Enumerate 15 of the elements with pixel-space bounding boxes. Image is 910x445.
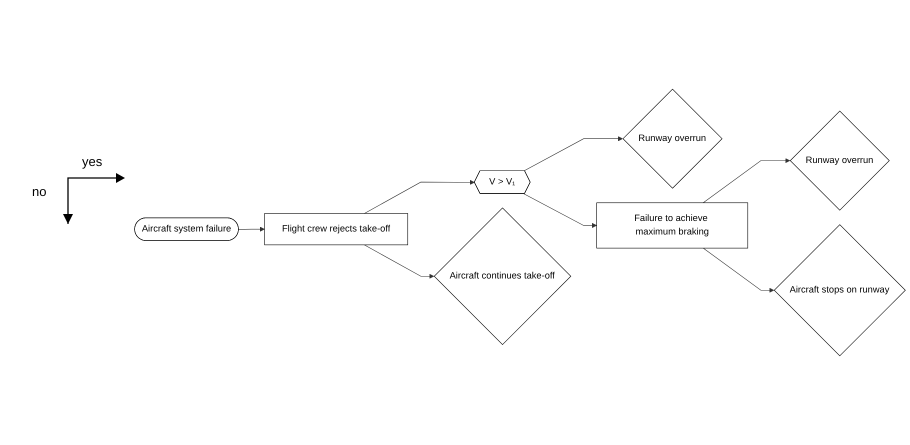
node-box: Failure to achieve maximum braking: [596, 202, 748, 248]
node-diamond: Aircraft stops on runway: [774, 224, 906, 356]
node-diamond: Runway overrun: [622, 88, 722, 189]
arrow: [524, 136, 623, 172]
arrow: [524, 193, 597, 228]
node-diamond: Aircraft continues take-off: [434, 208, 572, 345]
node-box: Flight crew rejects take-off: [264, 213, 408, 246]
node-diamond: Runway overrun: [790, 110, 890, 211]
key-label: no: [32, 184, 46, 199]
arrow: [238, 226, 265, 232]
arrow: [702, 158, 790, 204]
arrow: [702, 248, 774, 293]
arrow: [364, 244, 434, 279]
key-label: yes: [82, 154, 102, 169]
arrow: [364, 180, 475, 214]
